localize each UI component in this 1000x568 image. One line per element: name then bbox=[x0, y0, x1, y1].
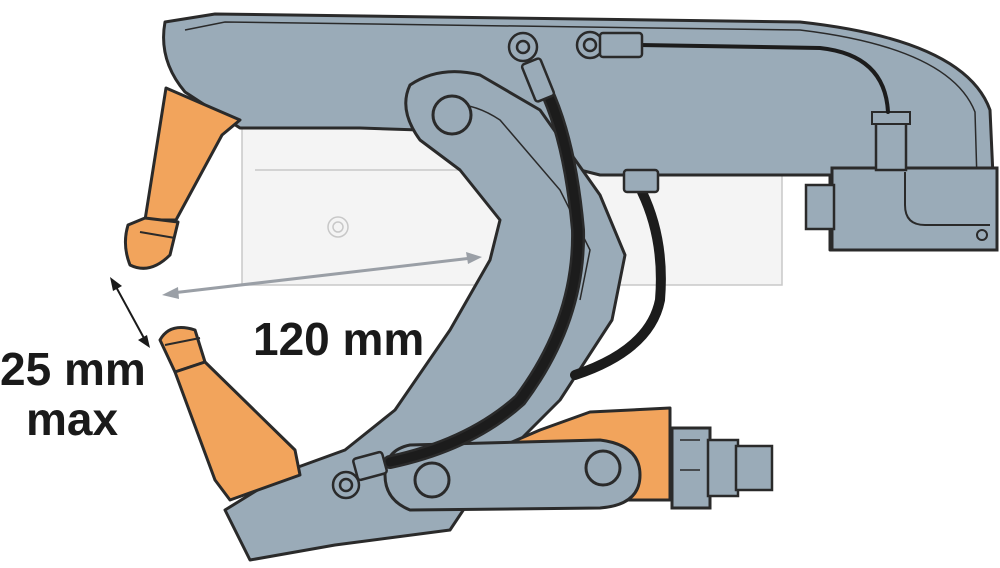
hose-fittings bbox=[331, 30, 660, 500]
gap-dimension-arrow bbox=[110, 277, 150, 348]
reach-label: 120 mm bbox=[253, 313, 424, 365]
gap-label-line2: max bbox=[26, 393, 118, 445]
rear-housing bbox=[804, 111, 999, 252]
hose-front bbox=[383, 81, 586, 469]
lower-electrode bbox=[158, 326, 302, 502]
signal-cable bbox=[638, 43, 890, 114]
reach-dimension-arrow bbox=[162, 252, 482, 299]
link-bar bbox=[383, 438, 642, 512]
pivot-pin bbox=[431, 94, 473, 136]
gap-label-line1: 25 mm bbox=[0, 343, 146, 395]
lower-arm-body bbox=[223, 70, 627, 562]
hose-rear bbox=[570, 187, 666, 380]
upper-electrode bbox=[123, 86, 242, 270]
